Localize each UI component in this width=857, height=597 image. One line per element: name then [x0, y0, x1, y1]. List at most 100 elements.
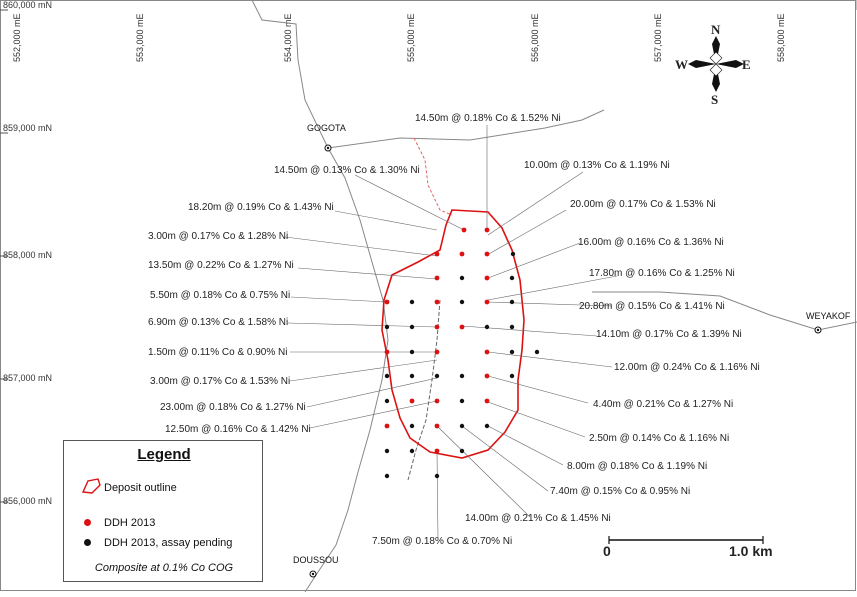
drill-hole-pending — [509, 275, 515, 281]
drill-hole-pending — [409, 373, 415, 379]
drill-hole-pending — [459, 275, 465, 281]
legend: Legend Deposit outline DDH 2013 DDH 2013… — [63, 440, 263, 582]
easting-label: 555,000 mE — [406, 13, 416, 62]
drill-hole-ddh — [484, 251, 490, 257]
drill-hole-pending — [534, 349, 540, 355]
drill-hole-pending — [510, 251, 516, 257]
intercept-labels: 14.50m @ 0.18% Co & 1.52% Ni 14.50m @ 0.… — [148, 113, 760, 547]
drill-hole-pending — [409, 349, 415, 355]
drill-hole-pending — [484, 423, 490, 429]
drill-hole-pending — [409, 324, 415, 330]
drill-hole-pending — [409, 448, 415, 454]
legend-deposit-label: Deposit outline — [104, 481, 177, 494]
compass-rose-icon: N S E W — [675, 22, 751, 107]
drill-hole-pending — [384, 448, 390, 454]
drill-hole-pending — [384, 373, 390, 379]
legend-ddh-label: DDH 2013 — [104, 517, 156, 529]
drill-hole-ddh — [461, 227, 467, 233]
drill-hole-pending — [509, 299, 515, 305]
drill-hole-ddh — [434, 423, 440, 429]
drill-hole-pending — [384, 324, 390, 330]
easting-label: 558,000 mE — [776, 13, 786, 62]
intercept-label: 4.40m @ 0.21% Co & 1.27% Ni — [593, 399, 733, 410]
drill-hole-pending — [509, 373, 515, 379]
drill-hole-ddh — [459, 251, 465, 257]
drill-hole-pending — [509, 324, 515, 330]
compass-w: W — [675, 57, 688, 72]
scale-start-label: 0 — [603, 543, 611, 559]
intercept-label: 6.90m @ 0.13% Co & 1.58% Ni — [148, 317, 288, 328]
roads — [251, 0, 857, 593]
northing-label: 858,000 mN — [3, 250, 52, 260]
drill-hole-ddh — [434, 275, 440, 281]
northing-axis: 860,000 mN 859,000 mN 858,000 mN 857,000… — [0, 0, 52, 506]
drill-hole-pending — [459, 373, 465, 379]
drill-hole-ddh — [434, 299, 440, 305]
drill-hole-pending — [384, 398, 390, 404]
intercept-label: 23.00m @ 0.18% Co & 1.27% Ni — [160, 402, 306, 413]
intercept-label: 14.00m @ 0.21% Co & 1.45% Ni — [465, 513, 611, 524]
drill-hole-pending — [459, 299, 465, 305]
ddh-2013-holes — [384, 227, 490, 454]
intercept-label: 20.80m @ 0.15% Co & 1.41% Ni — [579, 301, 725, 312]
drill-hole-ddh — [484, 349, 490, 355]
intercept-label: 16.00m @ 0.16% Co & 1.36% Ni — [578, 237, 724, 248]
drill-hole-pending — [459, 423, 465, 429]
intercept-label: 17.80m @ 0.16% Co & 1.25% Ni — [589, 268, 735, 279]
track-dashed — [407, 299, 441, 481]
compass-e: E — [742, 57, 751, 72]
drill-hole-pending — [509, 349, 515, 355]
easting-label: 553,000 mE — [135, 13, 145, 62]
scale-end-label: 1.0 km — [729, 543, 773, 559]
town-label-gogota: GOGOTA — [307, 123, 346, 133]
compass-s: S — [711, 92, 718, 107]
legend-ddh-row: DDH 2013 — [80, 517, 155, 529]
drill-hole-ddh — [409, 398, 415, 404]
intercept-label: 18.20m @ 0.19% Co & 1.43% Ni — [188, 202, 334, 213]
drill-hole-ddh — [484, 275, 490, 281]
legend-title: Legend — [137, 446, 191, 463]
road-main — [251, 0, 389, 593]
drill-hole-ddh — [484, 373, 490, 379]
town-label-weyakof: WEYAKOF — [806, 311, 851, 321]
red-track — [413, 137, 453, 216]
drill-hole-ddh — [384, 299, 390, 305]
road-east — [327, 109, 605, 149]
drill-hole-ddh — [434, 398, 440, 404]
town-marker-dot — [326, 146, 330, 150]
intercept-label: 3.00m @ 0.17% Co & 1.28% Ni — [148, 231, 288, 242]
northing-label: 856,000 mN — [3, 496, 52, 506]
town-label-doussou: DOUSSOU — [293, 555, 339, 565]
drill-hole-ddh — [484, 227, 490, 233]
drill-hole-pending — [384, 473, 390, 479]
town-marker-dot — [816, 328, 820, 332]
assay-pending-holes — [384, 251, 540, 479]
intercept-label: 5.50m @ 0.18% Co & 0.75% Ni — [150, 290, 290, 301]
drill-hole-pending — [459, 448, 465, 454]
easting-label: 552,000 mE — [12, 13, 22, 62]
intercept-label: 2.50m @ 0.14% Co & 1.16% Ni — [589, 433, 729, 444]
intercept-label: 10.00m @ 0.13% Co & 1.19% Ni — [524, 160, 670, 171]
intercept-label: 12.00m @ 0.24% Co & 1.16% Ni — [614, 362, 760, 373]
drill-hole-ddh — [384, 423, 390, 429]
deposit-outline-icon — [80, 477, 104, 498]
drill-hole-pending — [409, 299, 415, 305]
drill-hole-pending — [434, 473, 440, 479]
town-marker-dot — [311, 572, 315, 576]
intercept-label: 3.00m @ 0.17% Co & 1.53% Ni — [150, 376, 290, 387]
drill-hole-ddh — [484, 398, 490, 404]
northing-label: 857,000 mN — [3, 373, 52, 383]
compass-n: N — [711, 22, 721, 37]
intercept-label: 20.00m @ 0.17% Co & 1.53% Ni — [570, 199, 716, 210]
intercept-label: 1.50m @ 0.11% Co & 0.90% Ni — [148, 347, 287, 358]
intercept-label: 12.50m @ 0.16% Co & 1.42% Ni — [165, 424, 311, 435]
intercept-label: 8.00m @ 0.18% Co & 1.19% Ni — [567, 461, 707, 472]
drill-hole-ddh — [459, 324, 465, 330]
drill-hole-ddh — [434, 251, 440, 257]
intercept-label: 13.50m @ 0.22% Co & 1.27% Ni — [148, 260, 294, 271]
black-dot-icon — [84, 539, 91, 546]
northing-label: 859,000 mN — [3, 123, 52, 133]
